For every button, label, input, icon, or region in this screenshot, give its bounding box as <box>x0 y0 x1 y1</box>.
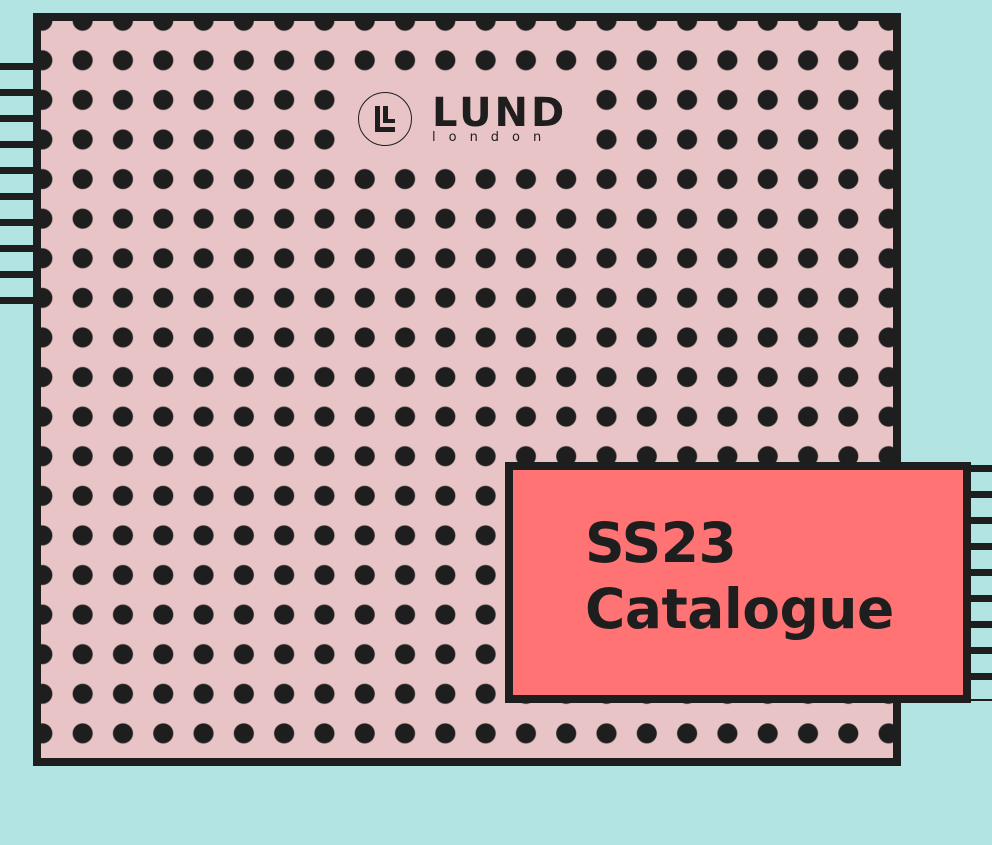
catalogue-title: SS23 Catalogue <box>585 510 894 642</box>
logo-wordmark: LUND london <box>432 89 568 145</box>
title-line-season: SS23 <box>585 511 737 575</box>
lund-london-logo: LUND london <box>358 88 580 150</box>
brand-name: LUND <box>432 89 568 136</box>
title-line-catalogue: Catalogue <box>585 577 894 641</box>
logo-monogram-icon <box>358 92 412 146</box>
brand-subtitle: london <box>432 129 555 145</box>
title-card: SS23 Catalogue <box>505 462 971 703</box>
